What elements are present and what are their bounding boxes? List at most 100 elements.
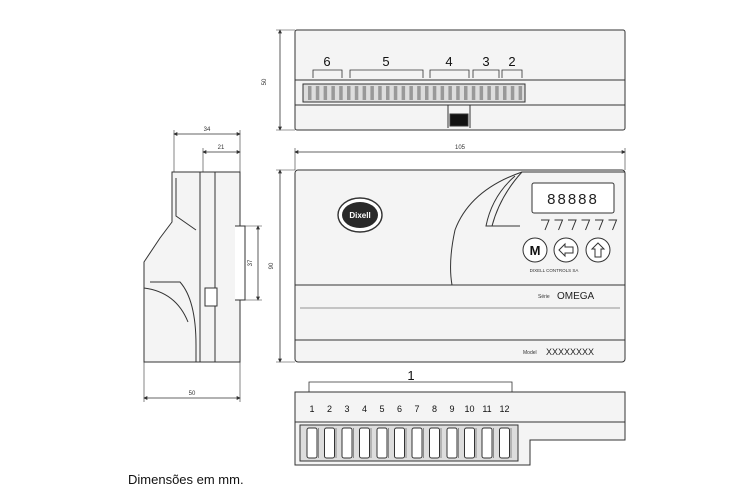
status-led-icon <box>554 219 564 231</box>
callout-4: 4 <box>445 54 452 69</box>
status-led-icon <box>581 219 591 231</box>
top-terminal-rib <box>495 86 499 100</box>
terminal-slot <box>324 427 335 459</box>
status-led-icon <box>608 219 618 231</box>
top-terminal-rib <box>479 86 484 100</box>
bottom-view <box>294 381 626 466</box>
top-view-height-dim: 50 <box>262 78 268 85</box>
model-label: Model <box>523 350 537 356</box>
side-slot-height-dim: 37 <box>248 259 254 266</box>
top-callout-brackets <box>312 69 523 78</box>
model-value: XXXXXXXX <box>546 347 594 357</box>
terminal-slot <box>306 427 318 459</box>
digital-display <box>531 182 615 214</box>
top-terminal-rib <box>347 86 351 100</box>
side-overall-width-dim: 34 <box>204 127 211 133</box>
side-bottom-width-dim: 50 <box>189 391 196 397</box>
terminal-number: 4 <box>362 404 367 414</box>
top-terminal-rib <box>386 86 390 100</box>
side-view <box>143 130 262 402</box>
terminal-number: 8 <box>432 404 437 414</box>
top-terminal-rib <box>370 86 374 100</box>
status-led-icon <box>595 219 604 231</box>
logo-text: Dixell <box>349 211 370 220</box>
top-terminal-rib <box>401 86 406 100</box>
up-arrow-icon <box>590 242 606 258</box>
callout-2: 2 <box>508 54 515 69</box>
m-button[interactable] <box>522 237 548 263</box>
terminal-slot <box>464 427 475 459</box>
top-terminal-rib <box>354 86 359 100</box>
callout-1: 1 <box>407 368 414 383</box>
terminal-number: 1 <box>309 404 314 414</box>
top-latch <box>449 113 469 127</box>
terminal-number: 12 <box>499 404 509 414</box>
terminal-number: 2 <box>327 404 332 414</box>
terminal-number: 10 <box>464 404 474 414</box>
display-digits: 88888 <box>547 191 599 208</box>
front-view <box>276 148 626 363</box>
top-terminal-rib <box>393 86 398 100</box>
terminal-slot <box>429 427 440 459</box>
dimensions-caption: Dimensões em mm. <box>128 472 244 487</box>
top-terminal-rib <box>425 86 429 100</box>
top-terminal-rib <box>510 86 515 100</box>
terminal-number: 6 <box>397 404 402 414</box>
top-terminal-rib <box>378 86 382 100</box>
terminal-number: 3 <box>344 404 349 414</box>
terminal-number: 9 <box>449 404 454 414</box>
status-led-icon <box>541 219 550 231</box>
m-button-label: M <box>530 243 541 258</box>
top-terminal-rib <box>440 86 445 100</box>
top-terminal-rib <box>362 86 367 100</box>
terminal-slot <box>481 427 493 459</box>
top-terminal-rib <box>308 86 312 100</box>
front-height-dim: 90 <box>269 262 275 269</box>
terminal-slot <box>499 427 510 459</box>
top-terminal-rib <box>448 86 452 100</box>
top-terminal-rib <box>503 86 507 100</box>
series-label: Série <box>538 294 550 300</box>
status-led-row <box>541 219 618 231</box>
callout-bracket <box>312 69 343 78</box>
side-rail-width-dim: 21 <box>218 145 225 151</box>
top-terminal-rib <box>487 86 491 100</box>
top-terminal-rib <box>323 86 328 100</box>
up-arrow-button[interactable] <box>585 237 611 263</box>
terminal-slot <box>376 427 388 459</box>
callout-bracket <box>349 69 424 78</box>
top-terminal-rib <box>331 86 335 100</box>
top-terminal-rib <box>417 86 421 100</box>
status-led-icon <box>568 219 577 231</box>
terminal-slot <box>446 427 458 459</box>
front-width-dim: 105 <box>455 145 466 151</box>
bottom-callout-bracket <box>308 381 513 392</box>
top-terminal-rib <box>518 86 523 100</box>
callout-bracket <box>501 69 523 78</box>
maker-line: DIXELL CONTROLS SA <box>530 268 579 273</box>
top-terminal-rib <box>456 86 460 100</box>
terminal-slot <box>341 427 353 459</box>
series-name: OMEGA <box>557 291 595 302</box>
bottom-terminal-block <box>306 427 512 459</box>
terminal-number: 11 <box>482 404 491 414</box>
top-terminal-rib <box>315 86 320 100</box>
top-terminal-rib <box>464 86 468 100</box>
top-terminal-strip <box>302 83 526 103</box>
top-terminal-rib <box>432 86 437 100</box>
top-terminal-rib <box>339 86 343 100</box>
left-arrow-button[interactable] <box>553 237 579 263</box>
terminal-number: 7 <box>414 404 419 414</box>
terminal-slot <box>394 427 405 459</box>
terminal-number: 5 <box>379 404 384 414</box>
callout-6: 6 <box>323 54 330 69</box>
top-terminal-rib <box>409 86 413 100</box>
callout-5: 5 <box>382 54 389 69</box>
callout-bracket <box>429 69 470 78</box>
terminal-slot <box>411 427 423 459</box>
top-view <box>276 29 626 131</box>
terminal-slot <box>359 427 370 459</box>
top-terminal-rib <box>471 86 476 100</box>
